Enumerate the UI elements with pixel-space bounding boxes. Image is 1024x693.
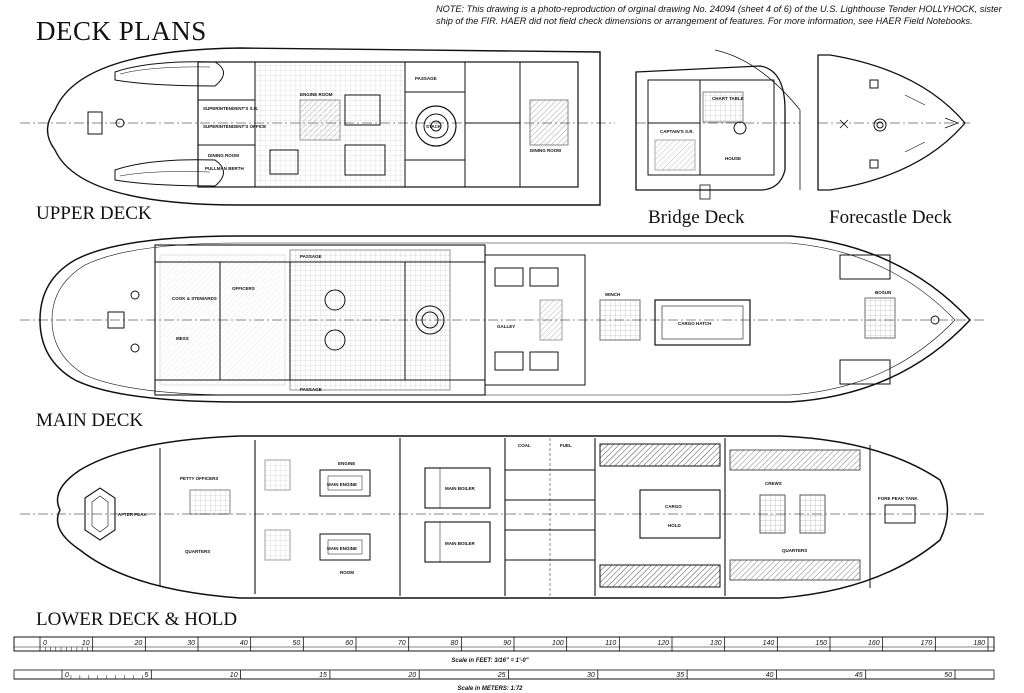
scale-feet-tick-label: 40 — [240, 640, 248, 647]
scale-meters-tick-label: 45 — [855, 672, 863, 679]
upper-room-label: DINING ROOM — [530, 148, 561, 153]
upper-room-label: PASSAGE — [415, 76, 437, 81]
scale-feet-tick-label: 60 — [345, 640, 353, 647]
lower-room-label: MAIN BOILER — [445, 541, 475, 546]
scale-meters-label: Scale in METERS: 1:72 — [457, 686, 523, 692]
scale-feet-tick-label: 80 — [451, 640, 459, 647]
lower-room-label: ROOM — [340, 570, 354, 575]
bridge-deck-plan: CHART TABLE CAPTAIN'S S.R. HOUSE — [635, 49, 801, 200]
scale-feet-tick-label: 10 — [82, 640, 90, 647]
scale-meters-tick-label: 35 — [676, 672, 684, 679]
scale-feet-label: Scale in FEET: 3/16" = 1'-0" — [451, 658, 528, 664]
scale-feet-tick-label: 70 — [398, 640, 406, 647]
scale-feet-tick-label: 50 — [293, 640, 301, 647]
lower-room-label: MAIN ENGINE — [327, 546, 357, 551]
forecastle-deck-label: Forecastle Deck — [829, 207, 952, 228]
lower-room-label: FORE PEAK TANK — [878, 496, 918, 501]
main-room-label: PASSAGE — [300, 387, 322, 392]
scale-meters-tick-label: 25 — [497, 672, 506, 679]
lower-room-label: MAIN ENGINE — [327, 482, 357, 487]
main-room-label: WINCH — [605, 292, 620, 297]
lower-room-label: PETTY OFFICERS — [180, 476, 218, 481]
forecastle-deck-plan — [817, 54, 970, 191]
main-deck-plan: COOK & STEWARDS OFFICERS MESS PASSAGE GA… — [20, 235, 985, 403]
scale-meters-tick-label: 50 — [944, 672, 952, 679]
scale-meters-tick-label: 40 — [766, 672, 774, 679]
upper-deck-plan — [20, 47, 615, 206]
drawing-note: NOTE: This drawing is a photo-reproducti… — [436, 4, 1002, 26]
upper-room-label: PULLMAN BERTH — [205, 166, 244, 171]
main-room-label: GALLEY — [497, 324, 515, 329]
main-room-label: CARGO HATCH — [678, 321, 711, 326]
lower-room-label: QUARTERS — [185, 549, 210, 554]
scale-feet: 0 10 20 30 40 50 60 70 80 90 100 110 120 130 140 150 160… — [13, 636, 995, 664]
main-room-label: MESS — [176, 336, 189, 341]
scale-meters-tick-label: 10 — [230, 672, 238, 679]
scale-meters-tick-label: 20 — [407, 672, 416, 679]
scale-meters-tick-label: 5 — [144, 672, 148, 679]
scale-meters-tick-label: 30 — [587, 672, 595, 679]
scale-feet-tick-label: 180 — [973, 640, 985, 647]
scale-meters: 0 5 10 15 20 25 30 35 40 45 50 Scale in METERS: 1:… — [13, 669, 995, 692]
main-room-label: BOSUN — [875, 290, 891, 295]
bridge-deck-label: Bridge Deck — [648, 207, 745, 228]
scale-feet-tick-label: 90 — [503, 640, 511, 647]
upper-room-label: ENGINE ROOM — [300, 92, 333, 97]
page-title: DECK PLANS — [36, 16, 207, 46]
lower-room-label: CREWS — [765, 481, 782, 486]
main-room-label: PASSAGE — [300, 254, 322, 259]
lower-room-label: CARGO — [665, 504, 682, 509]
lower-room-label: HOLD — [668, 523, 681, 528]
upper-deck-label: UPPER DECK — [36, 203, 152, 224]
scale-feet-tick-label: 140 — [763, 640, 775, 647]
scale-feet-tick-label: 120 — [657, 640, 669, 647]
lower-deck-plan: AFTER PEAK PETTY OFFICERS QUARTERS ENGIN… — [20, 435, 985, 599]
scale-feet-tick-label: 0 — [43, 640, 47, 647]
lower-room-label: MAIN BOILER — [445, 486, 475, 491]
scale-feet-tick-label: 130 — [710, 640, 722, 647]
upper-room-label: SUPERINTENDENT'S OFFICE — [203, 124, 266, 129]
lower-room-label: AFTER PEAK — [118, 512, 148, 517]
scale-feet-tick-label: 170 — [921, 640, 933, 647]
scale-feet-tick-label: 150 — [815, 640, 827, 647]
scale-feet-tick-label: 30 — [187, 640, 195, 647]
scale-feet-tick-label: 20 — [134, 640, 143, 647]
scale-meters-tick-label: 15 — [319, 672, 327, 679]
upper-room-label: STACK — [426, 124, 442, 129]
bridge-room-label: CHART TABLE — [712, 96, 744, 101]
lower-room-label: FUEL — [560, 443, 572, 448]
scale-feet-tick-label: 110 — [605, 640, 616, 647]
bridge-room-label: HOUSE — [725, 156, 741, 161]
bridge-room-label: CAPTAIN'S S.R. — [660, 129, 694, 134]
lower-deck-label: LOWER DECK & HOLD — [36, 609, 238, 630]
upper-room-label: SUPERINTENDENT'S S.R. — [203, 106, 258, 111]
scale-feet-tick-label: 100 — [552, 640, 564, 647]
lower-room-label: COAL — [518, 443, 531, 448]
lower-room-label: QUARTERS — [782, 548, 807, 553]
main-deck-label: MAIN DECK — [36, 410, 144, 431]
scale-meters-tick-label: 0 — [65, 672, 69, 679]
scale-feet-tick-label: 160 — [868, 640, 880, 647]
lower-room-label: ENGINE — [338, 461, 355, 466]
main-room-label: COOK & STEWARDS — [172, 296, 217, 301]
main-room-label: OFFICERS — [232, 286, 255, 291]
upper-room-label: DINING ROOM — [208, 153, 239, 158]
